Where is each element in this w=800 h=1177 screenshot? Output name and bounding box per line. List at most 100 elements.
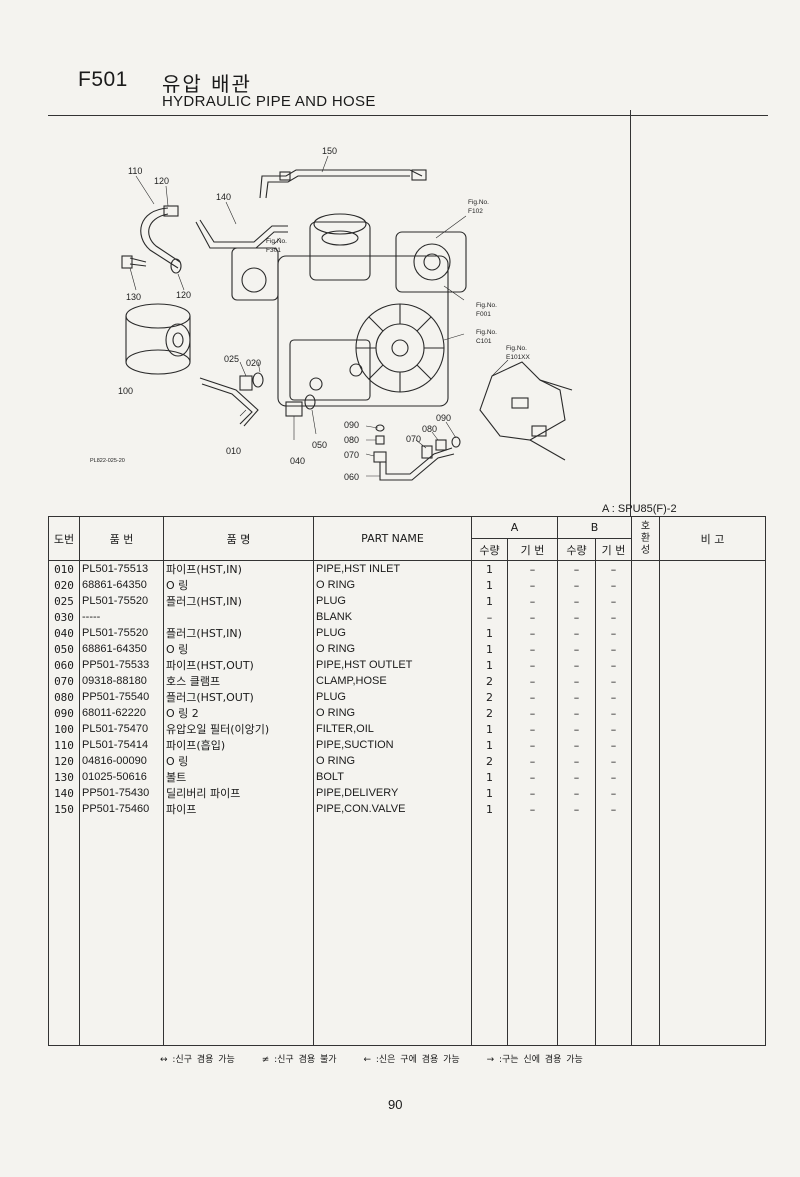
empty-cell [659,931,766,948]
cell-qty-a: 2 [471,689,508,705]
header-interchange: 호환성 [631,516,660,561]
cell-model-b: – [595,689,632,705]
cell-no: 025 [48,593,80,609]
empty-cell [659,914,766,932]
exploded-view-diagram: 150 110 120 140 130 120 100 025 020 010 … [90,146,573,482]
cell-part-no: PP501-75430 [79,785,164,801]
cell-qty-b: – [557,721,596,737]
empty-cell [313,931,472,948]
table-filler-row [48,914,766,932]
cell-interchange [631,721,660,737]
cell-part-no: 68861-64350 [79,641,164,657]
cell-remarks [659,673,766,689]
filter-100-drawing [125,316,191,362]
cell-part-no: PL501-75520 [79,625,164,641]
cell-model-b: – [595,560,632,577]
cell-remarks [659,753,766,769]
cell-name-korean: 파이프 [163,801,314,817]
cell-qty-a: 1 [471,785,508,801]
cell-part-no: PP501-75533 [79,657,164,673]
empty-cell [79,833,164,850]
empty-cell [79,865,164,883]
cell-name-korean: 파이프(HST,IN) [163,560,314,577]
cell-qty-b: – [557,801,596,817]
cell-no: 010 [48,560,80,577]
empty-cell [48,1012,80,1029]
cell-interchange [631,801,660,817]
cell-model-a: – [507,769,558,785]
empty-cell [313,865,472,883]
cell-part-no: PL501-75470 [79,721,164,737]
section-title-english: HYDRAULIC PIPE AND HOSE [162,93,376,110]
cell-name-korean: O 링 [163,641,314,657]
empty-cell [557,849,596,866]
cell-qty-b: – [557,705,596,721]
pipe-060-drawing [379,453,455,481]
cell-no: 150 [48,801,80,817]
cell-part-name: PLUG [313,593,472,609]
empty-cell [79,963,164,980]
header-remarks: 비 고 [659,516,766,561]
header-model-a: 기 번 [507,538,558,561]
cell-qty-b: – [557,785,596,801]
empty-cell [631,1012,660,1029]
cell-no: 140 [48,785,80,801]
cell-remarks [659,785,766,801]
empty-cell [507,931,558,948]
callout-110: 110 [128,166,142,176]
empty-cell [471,1028,508,1047]
empty-cell [48,817,80,834]
cell-interchange [631,577,660,593]
empty-cell [659,865,766,883]
cell-qty-b: – [557,593,596,609]
empty-cell [79,898,164,915]
cell-remarks [659,625,766,641]
cell-qty-b: – [557,737,596,753]
empty-cell [163,865,314,883]
cell-qty-b: – [557,577,596,593]
cell-name-korean: 유압오일 필터(이앙기) [163,721,314,737]
cell-part-name: BOLT [313,769,472,785]
cell-no: 070 [48,673,80,689]
empty-cell [163,833,314,850]
empty-cell [659,1028,766,1047]
cell-interchange [631,737,660,753]
empty-cell [595,1028,632,1047]
cell-part-name: PIPE,HST INLET [313,560,472,577]
header-no: 도번 [48,516,80,561]
cell-name-korean: O 링 2 [163,705,314,721]
empty-cell [163,931,314,948]
empty-cell [557,963,596,980]
fig-ref-label: Fig.No. [476,302,497,309]
empty-cell [557,947,596,964]
empty-cell [313,914,472,932]
cell-remarks [659,609,766,625]
empty-cell [659,898,766,915]
cell-remarks [659,560,766,577]
pipe-150-drawing [259,169,423,199]
empty-cell [471,833,508,850]
empty-cell [557,931,596,948]
empty-cell [48,947,80,964]
empty-cell [471,1012,508,1029]
callout-090-right: 090 [436,413,451,423]
cell-interchange [631,593,660,609]
callout-150: 150 [322,146,337,156]
empty-cell [48,849,80,866]
drawing-code: PL822-025-20 [90,458,125,464]
callout-020: 020 [246,358,261,368]
cell-qty-a: 1 [471,801,508,817]
table-filler-row [48,931,766,948]
empty-cell [631,817,660,834]
cell-interchange [631,641,660,657]
parts-table: 도번 품 번 품 명 PART NAME A B 호환성 비 고 수량 기 번 … [48,516,766,1047]
cell-name-korean [163,609,314,625]
cell-model-a: – [507,737,558,753]
cell-part-no: 68011-62220 [79,705,164,721]
empty-cell [631,963,660,980]
